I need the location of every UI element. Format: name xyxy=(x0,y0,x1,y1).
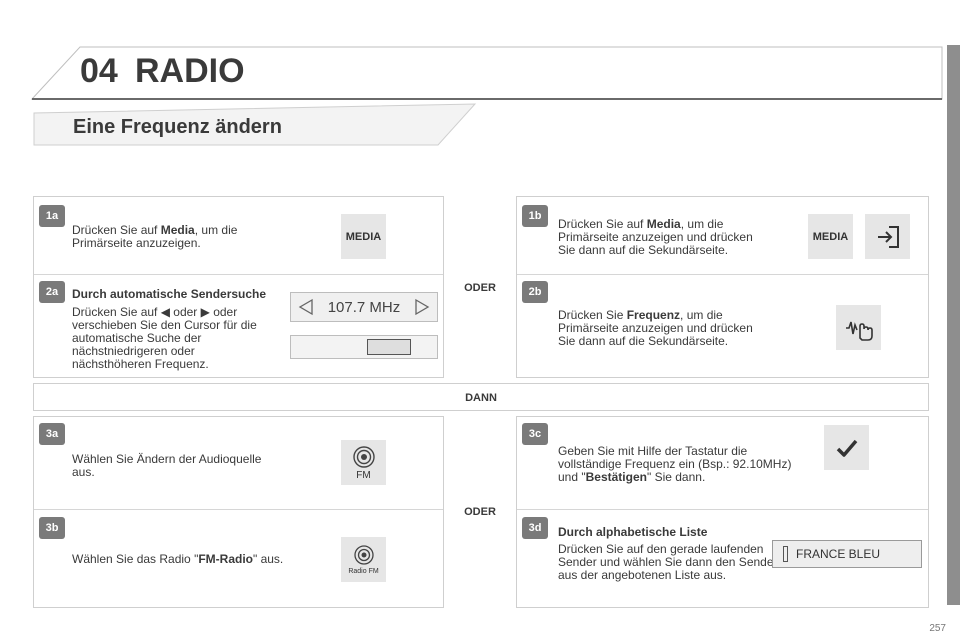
chapter-title: RADIO xyxy=(135,52,245,90)
connector-dann: DANN xyxy=(465,392,497,404)
step-2b-text: Drücken Sie Frequenz, um die Primärseite… xyxy=(558,308,753,348)
step-badge-1a: 1a xyxy=(39,205,65,227)
media-button[interactable]: MEDIA xyxy=(808,214,853,259)
previous-frequency-button[interactable] xyxy=(297,298,315,316)
secondary-page-icon xyxy=(877,225,899,248)
header-frame xyxy=(30,46,943,100)
station-name: FRANCE BLEU xyxy=(796,547,881,561)
fm-source-button[interactable]: FM xyxy=(341,440,386,485)
section-title-frame xyxy=(33,103,477,146)
step-1b-text: Drücken Sie auf Media, um die Primärseit… xyxy=(558,217,753,257)
triangle-left-icon: ◀ xyxy=(160,305,170,319)
step-badge-2b: 2b xyxy=(522,281,548,303)
triangle-right-icon: ▶ xyxy=(200,305,210,319)
radio-fm-button[interactable]: Radio FM xyxy=(341,537,386,582)
step-badge-3d: 3d xyxy=(522,517,548,539)
step-2a-text: Drücken Sie auf ◀ oder ▶ oder verschiebe… xyxy=(72,305,257,371)
step-badge-2a: 2a xyxy=(39,281,65,303)
radio-wave-icon xyxy=(353,545,374,565)
section-title: Eine Frequenz ändern xyxy=(73,116,282,138)
divider xyxy=(34,274,443,275)
media-button[interactable]: MEDIA xyxy=(341,214,386,259)
secondary-page-button[interactable] xyxy=(865,214,910,259)
frequency-button[interactable] xyxy=(836,305,881,350)
fm-label: FM xyxy=(356,469,371,481)
step-badge-3a: 3a xyxy=(39,423,65,445)
check-icon xyxy=(836,439,857,457)
dann-band xyxy=(33,383,929,411)
next-frequency-button[interactable] xyxy=(413,298,431,316)
step-3d-heading: Durch alphabetische Liste xyxy=(558,525,708,539)
connector-oder: ODER xyxy=(464,282,496,294)
frequency-display: 107.7 MHz xyxy=(290,292,438,322)
divider xyxy=(517,509,928,510)
step-3a-text: Wählen Sie Ändern der Audioquelle aus. xyxy=(72,452,262,479)
radio-fm-label: Radio FM xyxy=(348,568,379,575)
page-number: 257 xyxy=(929,623,946,634)
confirm-button[interactable] xyxy=(824,425,869,470)
slider-cursor[interactable] xyxy=(367,339,411,355)
step-badge-3c: 3c xyxy=(522,423,548,445)
step-3b-text: Wählen Sie das Radio "FM-Radio" aus. xyxy=(72,552,284,566)
step-badge-1b: 1b xyxy=(522,205,548,227)
divider xyxy=(517,274,928,275)
chapter-sidebar-tab xyxy=(947,45,960,605)
station-marker-icon xyxy=(783,546,788,562)
step-3d-text: Drücken Sie auf den gerade laufenden Sen… xyxy=(558,542,778,582)
step-3c-text: Geben Sie mit Hilfe der Tastatur die vol… xyxy=(558,444,792,484)
divider xyxy=(34,509,443,510)
hand-touch-icon xyxy=(845,321,873,341)
frequency-slider[interactable] xyxy=(290,335,438,359)
chapter-number: 04 xyxy=(80,52,118,90)
radio-wave-icon xyxy=(352,445,375,468)
step-2a-heading: Durch automatische Sendersuche xyxy=(72,287,267,301)
current-station-button[interactable]: FRANCE BLEU xyxy=(772,540,922,568)
frequency-value: 107.7 MHz xyxy=(327,298,401,316)
step-badge-3b: 3b xyxy=(39,517,65,539)
connector-oder: ODER xyxy=(464,506,496,518)
step-1a-text: Drücken Sie auf Media, um die Primärseit… xyxy=(72,223,238,250)
